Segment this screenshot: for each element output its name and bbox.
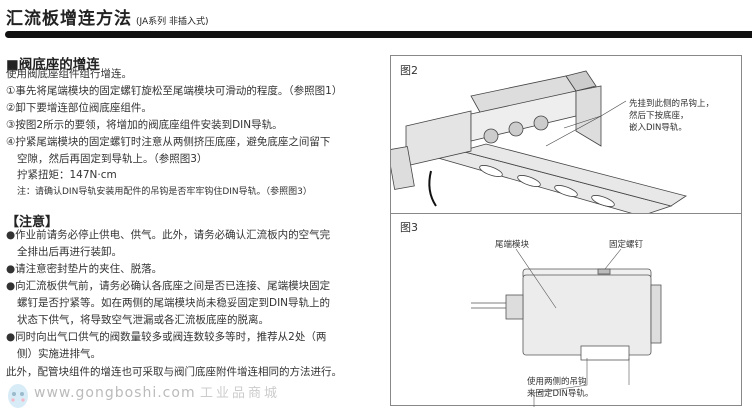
fig3-screw-label: 固定螺钉 [609, 240, 644, 250]
fig3-end-module-illustration [471, 248, 662, 407]
fig3-end-module-label: 尾端模块 [495, 240, 530, 250]
caution-item: ●同时向出气口供气的阀数量较多或阀连数较多等时，推荐从2处（两 [6, 331, 327, 343]
title-text: 汇流板增连方法 [6, 9, 132, 29]
caution-item: ●作业前请务必停止供电、供气。此外，请务必确认汇流板内的空气完 [6, 229, 331, 241]
step-3: ③按图2所示的要领，将增加的阀底座组件安装到DIN导轨。 [6, 119, 283, 131]
step-1: ①事先将尾端模块的固定螺钉旋松至尾端模块可滑动的程度。（参照图1） [6, 85, 343, 97]
caution-item: ●请注意密封垫片的夹住、脱落。 [6, 263, 163, 275]
step-4: ④拧紧尾端模块的固定螺钉时注意从两侧挤压底座，避免底座之间留下 [6, 136, 331, 148]
fig3-hooks-line: 来固定DIN导轨。 [527, 389, 594, 399]
caution-item: ●向汇流板供气前，请务必确认各底座之间是否已连接、尾端模块固定 [6, 280, 331, 292]
note-text: 注：请确认DIN导轨安装用配件的吊钩是否牢牢钩住DIN导轨。（参照图3） [17, 187, 312, 197]
watermark-url: www.gongboshi.com [34, 385, 196, 401]
caution-heading: 【注意】 [6, 215, 59, 230]
footer-text: 此外，配管块组件的增连也可采取与阀门底座附件增连相同的方法进行。 [6, 366, 342, 378]
fig2-callout: 先挂到此侧的吊钩上， 然后下按底座， 嵌入DIN导轨。 [629, 98, 714, 134]
intro-text: 使用阀底座组件组行增连。 [6, 68, 132, 80]
torque-text: 拧紧扭矩：147N·cm [17, 169, 117, 181]
fig2-callout-line: 然后下按底座， [629, 111, 689, 121]
fig2-din-rail-illustration [391, 70, 687, 213]
caution-item-cont: 全排出后再进行装卸。 [17, 246, 122, 258]
fig2-callout-line: 嵌入DIN导轨。 [629, 123, 687, 133]
title-bar-divider [5, 31, 752, 38]
figure-panel: 图2 先挂到此侧的吊钩上， 然后下按底座， 嵌入DIN导轨。 图3 [390, 55, 742, 407]
figure-divider [391, 213, 741, 214]
fig3-hooks-line: 使用两侧的吊钩 [527, 377, 587, 387]
caution-item-cont: 状态下供气，将导致空气泄漏或各汇流板底座的脱离。 [17, 314, 269, 326]
caution-item-cont: 螺钉是否拧紧等。如在两侧的尾端模块尚未稳妥固定到DIN导轨上的 [17, 297, 331, 309]
watermark-mascot-icon [8, 384, 28, 408]
fig3-label: 图3 [400, 221, 418, 234]
fig3-hooks-label: 使用两侧的吊钩 来固定DIN导轨。 [527, 376, 593, 400]
section-heading: ■阀底座的增连 [6, 57, 100, 73]
watermark-text: 工业品商城 [200, 386, 281, 401]
step-4-cont: 空隙，然后再固定到导轨上。（参照图3） [17, 153, 208, 165]
step-2: ②卸下要增连部位阀底座组件。 [6, 102, 152, 114]
caution-item-cont: 侧）实施进排气。 [17, 348, 101, 360]
fig2-label: 图2 [400, 64, 418, 77]
page-title: 汇流板增连方法 (JA系列 非插入式) [6, 4, 209, 29]
title-subtitle: (JA系列 非插入式) [136, 17, 209, 27]
fig2-callout-line: 先挂到此侧的吊钩上， [629, 99, 715, 109]
